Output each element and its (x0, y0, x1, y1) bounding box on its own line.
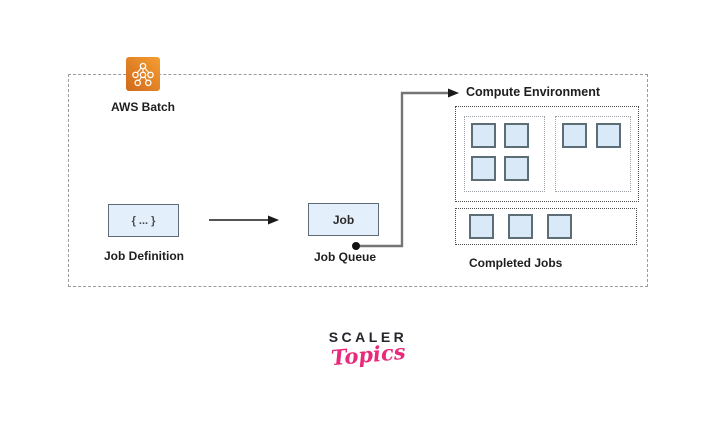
instance-square (562, 123, 587, 148)
completed-jobs-box (455, 208, 637, 245)
instance-square (596, 123, 621, 148)
aws-batch-glyph (132, 62, 154, 87)
instance-square (471, 123, 496, 148)
job-definition-box: { ... } (108, 204, 179, 237)
completed-jobs-label: Completed Jobs (469, 256, 563, 270)
instance-square (504, 123, 529, 148)
aws-batch-service-boundary (68, 74, 648, 287)
job-definition-box-text: { ... } (131, 214, 156, 227)
job-box-text: Job (332, 212, 355, 227)
compute-environment-box (455, 106, 639, 202)
completed-job-square (547, 214, 572, 239)
compute-environment-label: Compute Environment (466, 85, 601, 99)
job-definition-label: Job Definition (104, 249, 184, 263)
completed-job-square (508, 214, 533, 239)
job-queue-label: Job Queue (313, 250, 376, 264)
topics-wordmark: Topics (329, 338, 407, 371)
instance-group-1 (464, 116, 545, 192)
aws-batch-icon (126, 57, 160, 91)
aws-batch-label: AWS Batch (110, 100, 175, 114)
job-box: Job (308, 203, 379, 236)
scaler-wordmark: SCALER (328, 329, 408, 345)
scaler-topics-logo: SCALER Topics (268, 329, 468, 371)
instance-square (504, 156, 529, 181)
instance-square (471, 156, 496, 181)
instance-group-2 (555, 116, 631, 192)
completed-job-square (469, 214, 494, 239)
